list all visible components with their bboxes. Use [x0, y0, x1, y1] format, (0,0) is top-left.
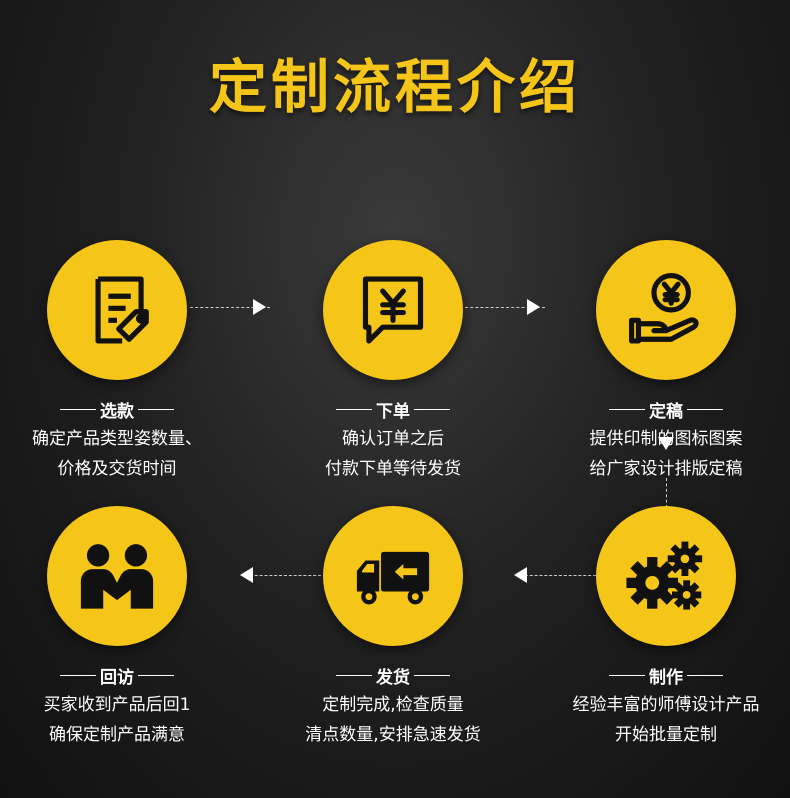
step-circle	[596, 240, 736, 380]
arrow-left-2	[240, 567, 253, 583]
step-circle	[323, 240, 463, 380]
yuan-chat-icon	[362, 276, 424, 344]
step-desc-line: 给广家设计排版定稿	[589, 459, 743, 479]
step-desc-line: 开始批量定制	[615, 725, 717, 745]
step-name: 发货	[376, 667, 410, 688]
step-circle	[323, 506, 463, 646]
hand-coin-icon	[629, 273, 699, 344]
arrow-down	[658, 437, 674, 450]
connector-line-1-2	[190, 307, 270, 308]
step-produce: 制作 经验丰富的师傅设计产品 开始批量定制	[541, 506, 790, 750]
step-name: 回访	[100, 667, 134, 688]
step-name: 下单	[376, 401, 410, 422]
step-desc-line: 清点数量,安排急速发货	[305, 725, 481, 745]
step-desc-line: 价格及交货时间	[57, 459, 177, 479]
step-circle	[596, 506, 736, 646]
step-name: 定稿	[649, 401, 683, 422]
arrow-right-2	[527, 299, 540, 315]
step-follow-up: 回访 买家收到产品后回1 确保定制产品满意	[0, 506, 242, 750]
step-ship: 发货 定制完成,检查质量 清点数量,安排急速发货	[268, 506, 518, 750]
step-desc-line: 付款下单等待发货	[325, 459, 461, 479]
step-desc-line: 确保定制产品满意	[49, 725, 185, 745]
connector-line-4-5	[520, 575, 596, 576]
step-desc-line: 确认订单之后	[342, 429, 444, 449]
step-finalize: 定稿 提供印制的图标图案 给广家设计排版定稿	[541, 240, 790, 484]
step-select: 选款 确定产品类型姿数量、 价格及交货时间	[0, 240, 242, 484]
arrow-left-1	[514, 567, 527, 583]
step-desc-line: 经验丰富的师傅设计产品	[572, 695, 760, 715]
document-tag-icon	[95, 276, 149, 344]
connector-line-5-6	[245, 575, 321, 576]
gears-icon	[626, 541, 703, 610]
arrow-right-1	[253, 299, 266, 315]
step-name: 制作	[649, 667, 683, 688]
delivery-truck-icon	[356, 551, 430, 605]
handshake-people-icon	[80, 544, 154, 609]
step-desc-line: 提供印制的图标图案	[589, 429, 743, 449]
step-circle	[47, 240, 187, 380]
page-title: 定制流程介绍	[208, 53, 581, 121]
connector-line-3-4	[666, 478, 667, 508]
step-order: 下单 确认订单之后 付款下单等待发货	[268, 240, 518, 484]
connector-line-2-3	[465, 307, 545, 308]
step-desc-line: 买家收到产品后回1	[43, 695, 191, 715]
step-circle	[47, 506, 187, 646]
step-name: 选款	[100, 401, 134, 422]
step-desc-line: 定制完成,检查质量	[322, 695, 464, 715]
step-desc-line: 确定产品类型姿数量、	[32, 429, 202, 449]
